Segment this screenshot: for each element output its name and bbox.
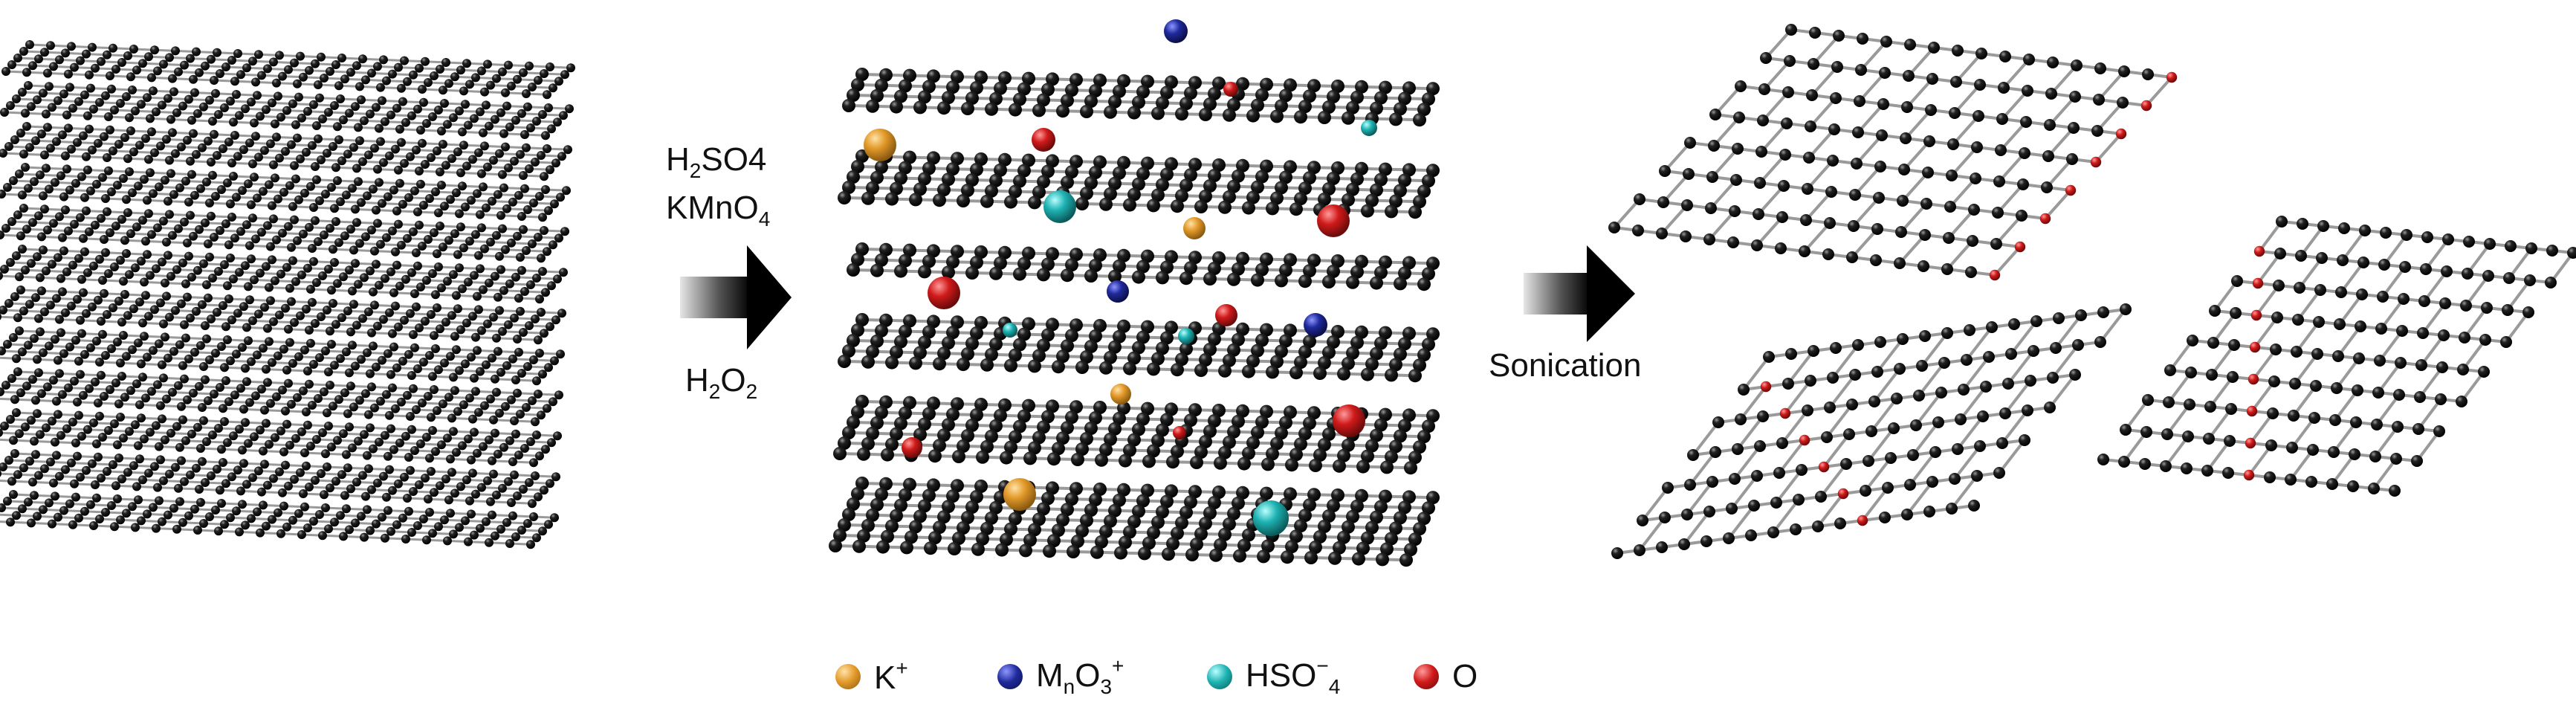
intercalated-ions bbox=[864, 19, 1377, 536]
atoms bbox=[0, 204, 569, 263]
atoms bbox=[0, 326, 565, 386]
reagent-sulfuric-acid: H2SO4 bbox=[666, 141, 767, 182]
atoms bbox=[0, 449, 560, 509]
legend-item-bisulfate: HSO−4 bbox=[1207, 654, 1340, 699]
atoms bbox=[0, 163, 571, 222]
atoms bbox=[838, 149, 1440, 219]
atoms bbox=[842, 68, 1440, 127]
atoms bbox=[0, 122, 572, 181]
atoms bbox=[833, 395, 1440, 475]
legend-label: HSO−4 bbox=[1246, 654, 1341, 698]
bisulfate-ion-icon bbox=[1207, 664, 1232, 689]
atoms bbox=[1608, 24, 2178, 281]
atoms bbox=[1, 40, 575, 100]
atoms bbox=[0, 408, 562, 468]
legend-item-manganese-oxide: MnO3+ bbox=[997, 654, 1124, 699]
oxygen-atom-icon bbox=[1414, 664, 1439, 689]
graphene-oxide-sheet-right bbox=[2097, 216, 2576, 497]
intercalated-graphite bbox=[829, 68, 1440, 567]
atoms bbox=[0, 245, 568, 304]
atoms bbox=[1611, 303, 2132, 559]
atoms bbox=[2097, 216, 2576, 497]
legend-item-potassium: K+ bbox=[835, 654, 908, 699]
atoms bbox=[0, 286, 566, 345]
atoms bbox=[829, 477, 1440, 567]
legend-label: K+ bbox=[874, 657, 908, 696]
legend-label: MnO3+ bbox=[1036, 654, 1124, 698]
arrow-sonication bbox=[1524, 245, 1635, 342]
potassium-ion-icon bbox=[835, 664, 861, 689]
reagent-hydrogen-peroxide: H2O2 bbox=[685, 362, 758, 403]
atoms bbox=[0, 367, 563, 427]
atoms bbox=[847, 242, 1440, 291]
reagent-permanganate: KMnO4 bbox=[666, 190, 771, 230]
manganese-oxide-ion-icon bbox=[997, 664, 1023, 689]
atoms bbox=[0, 490, 559, 549]
atoms bbox=[0, 81, 574, 141]
graphene-oxide-sheet-bottom bbox=[1611, 303, 2132, 559]
graphene-oxide-sheet-top bbox=[1608, 24, 2178, 281]
graphite-stack bbox=[0, 40, 575, 549]
legend-item-oxygen: O bbox=[1414, 654, 1478, 699]
arrow-oxidation bbox=[680, 245, 792, 349]
bonds bbox=[1613, 28, 2173, 277]
sonication-label: Sonication bbox=[1489, 347, 1642, 384]
legend-label: O bbox=[1452, 658, 1478, 694]
atoms bbox=[838, 313, 1440, 383]
